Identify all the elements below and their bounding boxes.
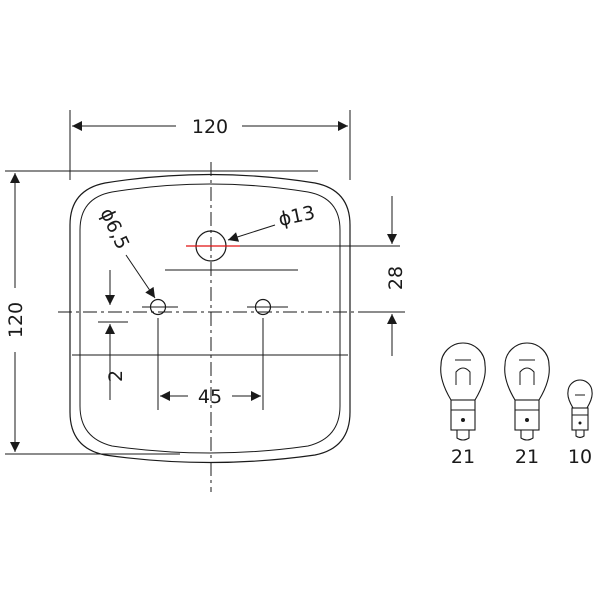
height-label: 120: [5, 302, 27, 338]
bulb-3-label: 10: [568, 446, 592, 468]
bulb-2: 21: [504, 342, 550, 468]
hole-large-label: ϕ13: [276, 202, 316, 231]
bulb-small-icon: [567, 379, 593, 439]
dimension-vertical-offset: 28: [365, 196, 407, 356]
mounting-holes: [142, 230, 400, 316]
width-label: 120: [192, 116, 228, 138]
bulb-large-icon: [504, 342, 550, 441]
dimension-width: 120: [69, 110, 351, 180]
vertical-offset-label: 28: [385, 266, 407, 290]
bulb-2-label: 21: [515, 446, 539, 468]
hole-small-label: ϕ6,5: [95, 205, 133, 253]
center-lines: [58, 162, 365, 492]
dimension-height: 120: [5, 170, 318, 455]
dimension-hole-small: ϕ6,5: [95, 205, 156, 299]
hole-spacing-label: 45: [198, 386, 222, 408]
bulb-1-label: 21: [451, 446, 475, 468]
internal-reference-lines: [72, 269, 348, 400]
bulb-3: 10: [567, 379, 593, 468]
small-offset-label: 2: [105, 370, 127, 382]
bulb-1: 21: [440, 342, 486, 468]
bulb-large-icon: [440, 342, 486, 441]
dimension-hole-spacing: 45: [157, 318, 264, 410]
dimension-hole-large: ϕ13: [227, 202, 317, 242]
dimension-small-offset: 2: [105, 270, 127, 382]
lamp-housing-outline: [69, 173, 351, 464]
